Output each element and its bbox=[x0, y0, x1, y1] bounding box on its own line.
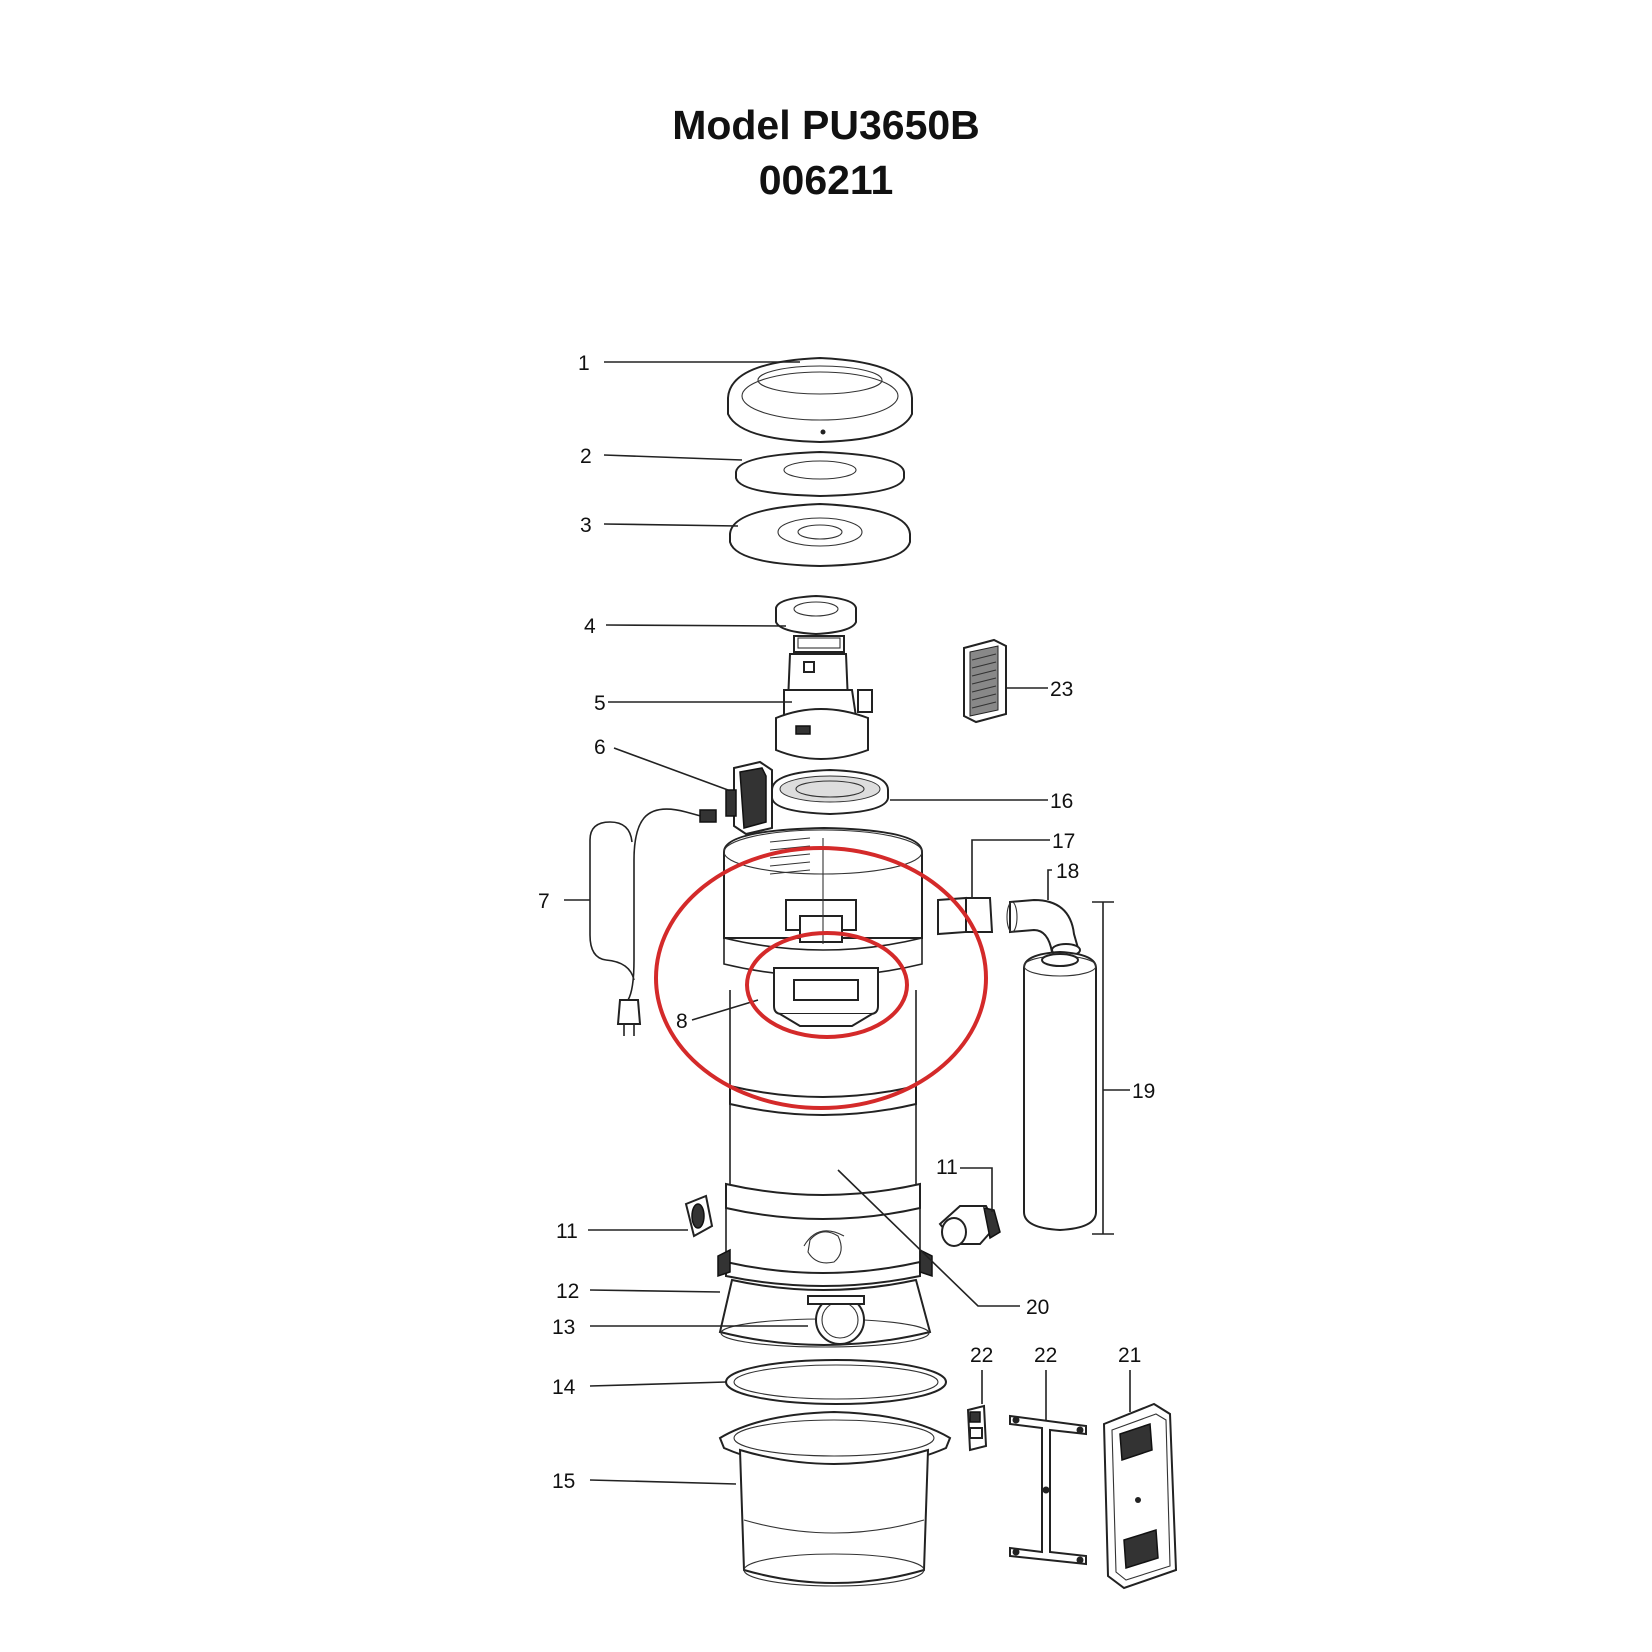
callout-1: 1 bbox=[578, 352, 590, 375]
callout-7: 7 bbox=[538, 890, 550, 913]
main-canister-body bbox=[717, 826, 933, 1348]
callout-2: 2 bbox=[580, 445, 592, 468]
callout-15: 15 bbox=[552, 1470, 575, 1493]
callout-6: 6 bbox=[594, 736, 606, 759]
part-15-dirt-pail bbox=[718, 1410, 952, 1587]
part-22-bracket bbox=[1009, 1414, 1087, 1566]
callout-17: 17 bbox=[1052, 830, 1075, 853]
part-19-muffler bbox=[1023, 901, 1114, 1235]
callout-16: 16 bbox=[1050, 790, 1073, 813]
callout-20: 20 bbox=[1026, 1296, 1049, 1319]
callout-12: 12 bbox=[556, 1280, 579, 1303]
callout-18: 18 bbox=[1056, 860, 1079, 883]
callout-11-right: 11 bbox=[936, 1156, 958, 1179]
callout-4: 4 bbox=[584, 615, 596, 638]
callout-19: 19 bbox=[1132, 1080, 1155, 1103]
leader-lines bbox=[564, 361, 1131, 1485]
part-22-clip bbox=[966, 1404, 988, 1452]
part-2-gasket bbox=[735, 450, 905, 498]
part-16-ring bbox=[771, 768, 889, 816]
diagram-part-number: 006211 bbox=[758, 157, 894, 203]
part-1-top-cover bbox=[727, 356, 913, 444]
part-11-right-fitting bbox=[938, 1205, 1001, 1247]
callout-5: 5 bbox=[594, 692, 606, 715]
part-23-filter-cartridge bbox=[963, 638, 1007, 724]
callout-13: 13 bbox=[552, 1316, 575, 1339]
callout-23: 23 bbox=[1050, 678, 1073, 701]
part-14-gasket-ring bbox=[725, 1359, 947, 1405]
callout-3: 3 bbox=[580, 514, 592, 537]
diagram-title: Model PU3650B bbox=[672, 102, 980, 148]
part-3-filter-plate bbox=[729, 502, 911, 568]
part-6-electrical-box bbox=[725, 760, 773, 836]
callout-22-clip: 22 bbox=[970, 1344, 993, 1367]
part-5-motor bbox=[775, 635, 873, 760]
callout-labels: 1 2 3 4 5 6 7 8 11 11 12 13 14 15 16 17 … bbox=[538, 352, 1155, 1493]
part-21-mounting-plate bbox=[1102, 1402, 1178, 1590]
callout-8: 8 bbox=[676, 1010, 688, 1033]
part-7-power-cord bbox=[589, 808, 717, 1036]
highlight-circles bbox=[654, 846, 988, 1110]
part-11-left-fitting bbox=[684, 1194, 714, 1238]
callout-11-left: 11 bbox=[556, 1220, 578, 1243]
callout-22-bracket: 22 bbox=[1034, 1344, 1057, 1367]
part-18-elbow bbox=[1006, 898, 1081, 957]
part-4-motor-gasket bbox=[775, 594, 857, 636]
callout-21: 21 bbox=[1118, 1344, 1141, 1367]
callout-14: 14 bbox=[552, 1376, 576, 1399]
